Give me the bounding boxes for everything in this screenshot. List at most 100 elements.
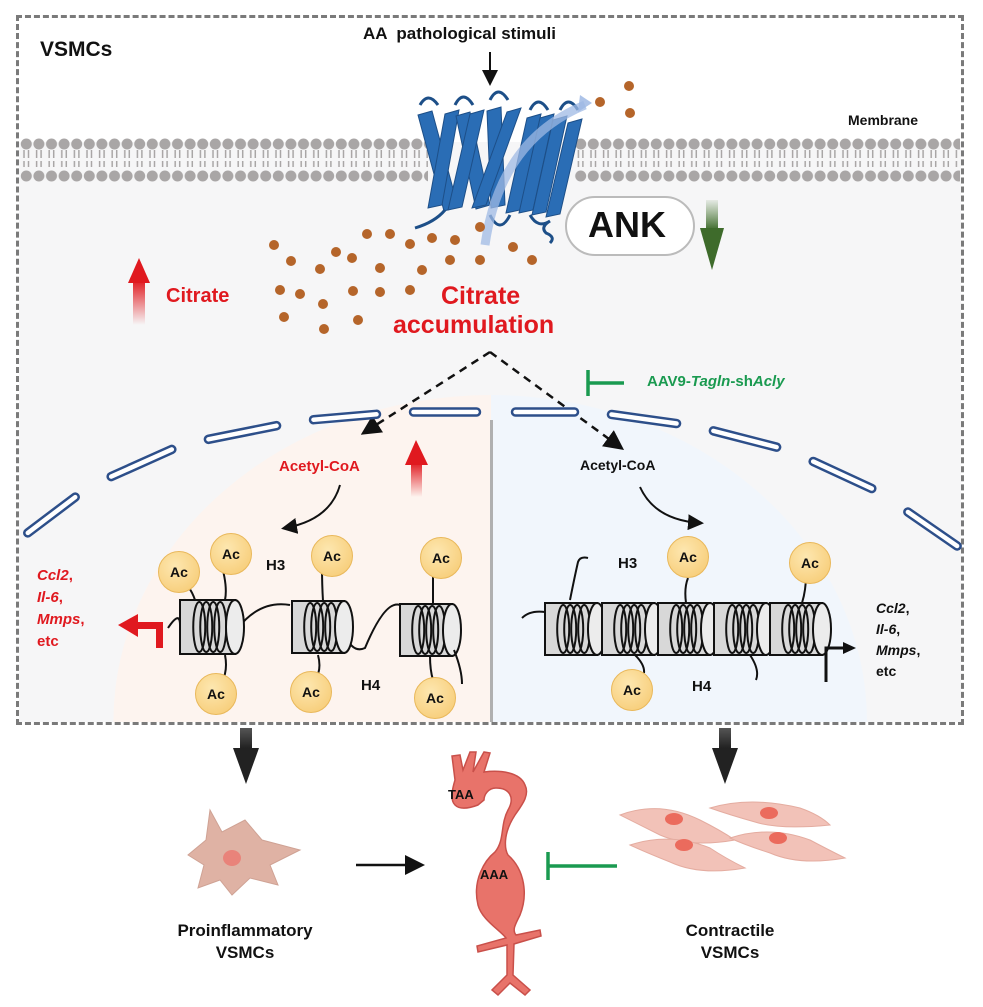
nucleosome (544, 602, 607, 656)
gene-il6: Il-6 (37, 589, 59, 606)
taa-label: TAA (448, 787, 474, 802)
inhibitor-gene-tagln: Tagln (690, 373, 731, 390)
nuclear-envelope-segment (808, 456, 877, 494)
contractile-label: Contractile VSMCs (660, 920, 800, 964)
citrate-molecule-dot (295, 289, 305, 299)
h3-right-label: H3 (618, 555, 638, 572)
gene-ccl2: Ccl2 (876, 600, 906, 616)
membrane-bilayer-right (574, 138, 960, 188)
inhibitor-gene-acly: Acly (752, 373, 785, 390)
citrate-molecule-dot (450, 235, 460, 245)
gene-mmps: Mmps (37, 611, 81, 628)
citrate-efflux-arrow (480, 100, 587, 246)
citrate-molecule-dot (508, 242, 518, 252)
citrate-molecule-dot (475, 255, 485, 265)
inhibition-bar-contractile (546, 852, 617, 880)
h3-left-label: H3 (266, 557, 286, 574)
citrate-to-acetylcoa-right-path (489, 350, 625, 450)
acetyl-group-ac: Ac (210, 533, 252, 575)
acetyl-group-ac: Ac (420, 537, 462, 579)
contractile-label-line2: VSMCs (700, 943, 760, 962)
nucleosome (769, 602, 832, 656)
nucleosome (601, 602, 664, 656)
acetylcoa-to-histone-right-arrow (639, 486, 704, 531)
citrate-molecule-dot (331, 247, 341, 257)
nuclear-envelope-segment (708, 426, 782, 452)
proinflammatory-label: Proinflammatory VSMCs (160, 920, 330, 964)
acetyl-group-ac: Ac (311, 535, 353, 577)
acetylcoa-increase-arrow (405, 440, 428, 497)
arrow-to-proinflammatory (233, 728, 259, 784)
citrate-molecule-dot (595, 97, 605, 107)
acetyl-group-ac: Ac (195, 673, 237, 715)
citrate-molecule-dot (318, 299, 328, 309)
acetylcoa-left-label: Acetyl-CoA (279, 458, 360, 475)
citrate-molecules (269, 81, 635, 334)
citrate-molecule-dot (405, 285, 415, 295)
contractile-cells-icon (618, 801, 847, 872)
inhibition-bar-acly (586, 370, 624, 396)
ank-label: ANK (588, 204, 666, 245)
citrate-molecule-dot (405, 239, 415, 249)
ank-decrease-arrow (700, 200, 724, 270)
nucleosome (657, 602, 720, 656)
acetyl-group-ac: Ac (789, 542, 831, 584)
stimulus-label: AA pathological stimuli (363, 24, 556, 43)
citrate-molecule-dot (279, 312, 289, 322)
gene-ccl2: Ccl2 (37, 567, 69, 584)
citrate-molecule-dot (445, 255, 455, 265)
proinflammatory-cell-icon (187, 808, 302, 896)
proinflammatory-label-line2: VSMCs (215, 943, 275, 962)
ank-badge (565, 196, 695, 256)
citrate-efflux-arrowhead (578, 95, 592, 112)
nuclear-envelope-segment (308, 409, 382, 425)
citrate-molecule-dot (315, 264, 325, 274)
inhibitor-prefix: AAV9- (647, 373, 691, 390)
nucleosome (713, 602, 776, 656)
citrate-molecule-dot (625, 108, 635, 118)
inhibitor-mid: -sh (730, 373, 753, 390)
citrate-molecule-dot (269, 240, 279, 250)
target-genes-left: Ccl2, Il-6, Mmps, etc (37, 565, 85, 653)
membrane-label: Membrane (848, 112, 919, 128)
citrate-increase-arrow (128, 258, 150, 325)
citrate-molecule-dot (475, 222, 485, 232)
acetylcoa-right-label: Acetyl-CoA (580, 457, 656, 473)
citrate-molecule-dot (375, 287, 385, 297)
chromatin-open-left (167, 559, 463, 685)
citrate-increase-label: Citrate (166, 285, 230, 307)
nucleus-divider (490, 420, 493, 722)
aorta-icon (451, 751, 542, 997)
nuclear-envelope-segment (203, 420, 282, 445)
citrate-to-acetylcoa-left-path (360, 350, 491, 435)
citrate-molecule-dot (348, 286, 358, 296)
citrate-molecule-dot (275, 285, 285, 295)
nuclear-envelope-segment (510, 407, 580, 417)
acetylcoa-to-histone-left-arrow (281, 484, 341, 534)
citrate-molecule-dot (286, 256, 296, 266)
citrate-molecule-dot (353, 315, 363, 325)
citrate-molecule-dot (624, 81, 634, 91)
citrate-molecule-dot (385, 229, 395, 239)
acly-inhibitor-label: AAV9-Tagln-shAcly (647, 373, 785, 390)
citrate-molecule-dot (527, 255, 537, 265)
nucleosome (179, 599, 245, 655)
gene-etc: etc (876, 663, 897, 679)
nucleosome (399, 603, 462, 657)
h4-right-label: H4 (692, 678, 712, 695)
acetyl-group-ac: Ac (158, 551, 200, 593)
citrate-molecule-dot (427, 233, 437, 243)
chromatin-condensed-right (521, 556, 832, 681)
citrate-accumulation-title-1: Citrate (441, 282, 521, 310)
nuclear-envelope-segment (903, 507, 962, 551)
contractile-label-line1: Contractile (685, 921, 775, 940)
nuclear-envelope-segment (106, 444, 177, 482)
citrate-accumulation-title-2: accumulation (393, 311, 555, 339)
dna-linker (521, 556, 589, 619)
citrate-molecule-dot (347, 253, 357, 263)
citrate-molecule-dot (319, 324, 329, 334)
citrate-molecule-dot (362, 229, 372, 239)
histone-tails (634, 574, 807, 681)
aaa-label: AAA (480, 867, 509, 882)
